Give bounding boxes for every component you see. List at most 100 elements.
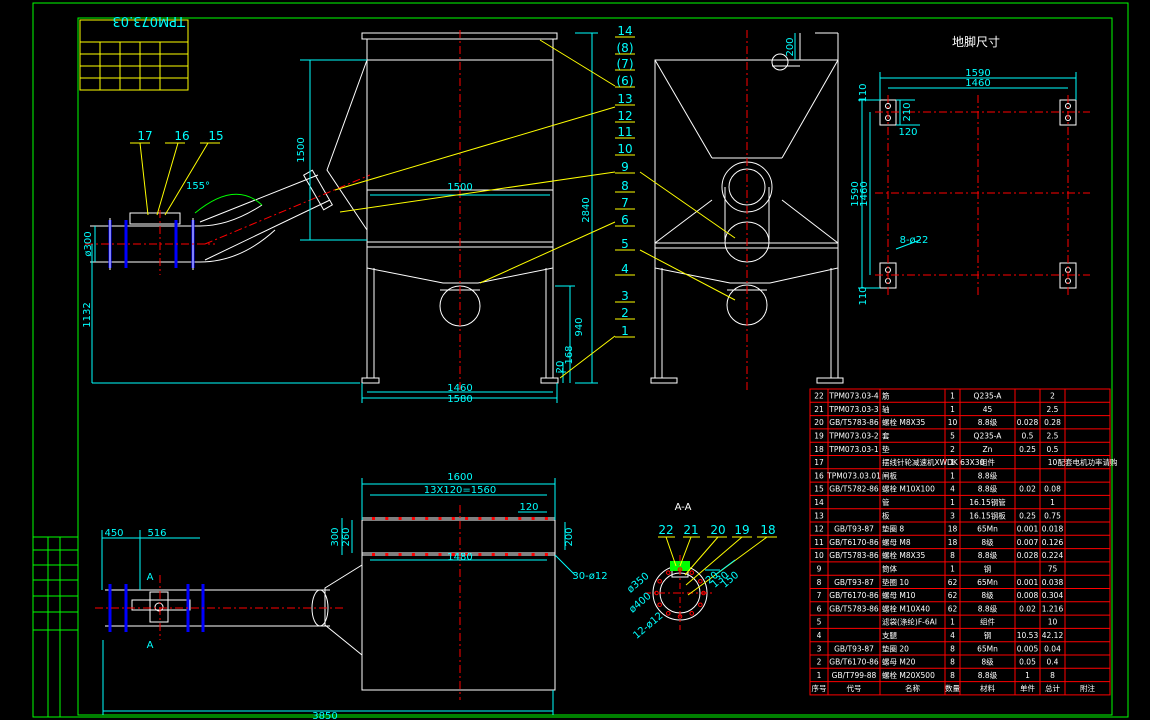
bolt-hole [425,517,429,520]
bom-grid [809,388,1111,696]
bom-cell: GB/T6170-86 [829,658,879,667]
bom-cell: 筒体 [882,563,897,573]
bom-cell: 1 [950,392,955,401]
flange-hole [665,570,671,575]
bolt-hole [478,553,482,556]
section-balloon-20: 20 [710,523,725,537]
section-balloon-22: 22 [658,523,673,537]
bom-cell: 13 [814,511,824,520]
bolt-hole [411,517,415,520]
bom-cell: 10 [1048,618,1058,627]
section-marker-a-top: A [147,572,154,583]
anchor-holes: 8-ø22 [900,235,929,246]
bom-cell: TPM073.03.01 [826,471,881,480]
top-dim-516: 516 [147,528,166,539]
anchor-dim-110-top: 110 [858,83,869,102]
bom-cell: 10.53 [1017,631,1039,640]
bom-cell: 0.304 [1042,591,1064,600]
bolt-hole [438,517,442,520]
anchor-dim-1590-v: 1590 [850,181,861,206]
flange-hole [689,570,695,575]
bom-cell: 1 [817,671,822,680]
top-dim-260: 260 [341,527,352,546]
bom-cell: 42.12 [1042,631,1064,640]
bom-cell: 钢 [984,630,992,640]
balloon-label: 7 [621,196,629,210]
dim-base-1580: 1580 [447,394,472,405]
bom-cell: 1 [950,405,955,414]
bom-cell: 管 [882,497,890,507]
bom-cell: 8.8级 [978,670,998,680]
dim-height-2840: 2840 [581,197,592,222]
bom-cell: 8 [817,578,822,587]
bom-cell: TPM073.03-3 [828,405,879,414]
bom-cell: 配套电机功率请购 [1058,457,1118,467]
bom-cell: 6 [817,604,822,613]
anchor-bolt-view: 地脚尺寸 [850,34,1090,306]
anchor-view-title: 地脚尺寸 [952,34,1000,49]
flange-hole [657,578,662,584]
top-dim-inner: 1480 [447,552,472,563]
flange-hole [698,602,703,608]
bom-cell: 0.25 [1019,511,1036,520]
dim-base-1460: 1460 [447,383,472,394]
bom-cell: 0.126 [1042,538,1064,547]
bom-header: 附注 [1080,683,1096,693]
bom-cell: 0.5 [1047,445,1059,454]
bom-cell: 组件 [980,617,995,627]
bom-cell: 轴 [882,404,890,414]
bom-cell: 0.04 [1044,644,1061,653]
bom-cell: 滤袋(涤纶)F-6AI [882,617,937,627]
bolt-hole [478,517,482,520]
bom-cell: 7 [817,591,822,600]
bom-cell: 16.15钢板 [969,510,1006,520]
bom-cell: 1 [1050,498,1055,507]
section-title: A-A [675,502,692,513]
bolt-hole [385,517,389,520]
bom-cell: 8 [950,671,955,680]
bom-header: 数量 [945,683,960,693]
bom-cell: 0.028 [1017,418,1039,427]
drawing-frame [32,2,1129,718]
bom-cell: 0.038 [1042,578,1064,587]
balloon-label: 2 [621,306,629,320]
bom-cell: 螺栓 M10X100 [882,484,935,494]
bom-header: 单件 [1020,683,1036,693]
bom-cell: 0.224 [1042,551,1064,560]
bom-cell: 0.007 [1017,538,1039,547]
bom-cell: GB/T93-87 [834,578,874,587]
bolt-hole [465,553,469,556]
bolt-hole [372,517,375,520]
balloon-17: 17 [137,129,152,143]
bom-cell: 螺母 M10 [882,590,916,600]
drawing-number-block: TPM073.03 [79,13,189,91]
bom-cell: 8 [950,644,955,653]
bom-cell: 75 [1048,564,1058,573]
bolt-hole [505,517,508,520]
bom-cell: 0.28 [1044,418,1061,427]
side-view: 200 [639,30,844,390]
bom-cell: 板 [882,510,890,520]
balloon-label: 5 [621,237,629,251]
bom-cell: 45 [983,405,993,414]
bom-cell: 闸板 [882,470,897,480]
balloon-label: 14 [617,24,632,38]
bom-header: 序号 [812,683,827,693]
bom-cell: 0.018 [1042,525,1064,534]
bom-cell: 3 [817,644,822,653]
bom-cell: 4 [817,631,822,640]
bom-cell: 22 [814,392,824,401]
bom-cell: 垫圈 10 [882,577,909,587]
bom-cell: TPM073.03-2 [828,431,879,440]
bom-cell: 8.8级 [978,603,998,613]
section-marker-a-bottom: A [147,640,154,651]
bom-cell: 18 [814,445,824,454]
bolt-hole [438,553,442,556]
balloon-16: 16 [174,129,189,143]
flange-hole [689,611,695,616]
bolt-hole [544,517,548,520]
